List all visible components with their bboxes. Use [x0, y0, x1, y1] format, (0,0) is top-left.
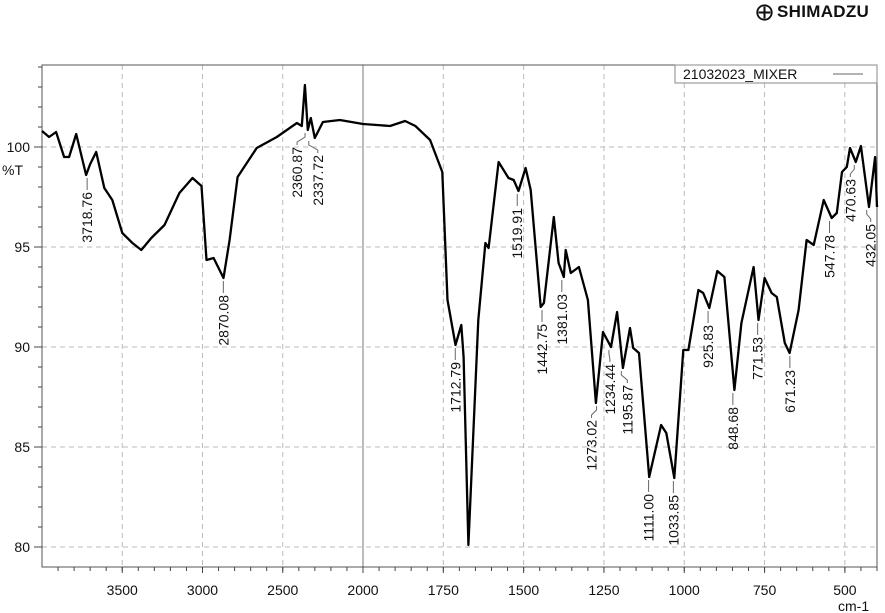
- grid-lines: [42, 65, 877, 567]
- peak-leader-line: [296, 133, 306, 145]
- peak-label: 1519.91: [509, 208, 525, 259]
- peak-label: 848.68: [725, 407, 741, 450]
- spectrum-line: [41, 83, 879, 547]
- legend-entry-label: 21032023_MIXER: [683, 66, 797, 82]
- y-tick-label: 80: [14, 539, 30, 555]
- legend: 21032023_MIXER: [674, 64, 878, 84]
- peak-leader-line: [308, 141, 319, 153]
- peak-label: 925.83: [700, 325, 716, 368]
- peak-label: 1111.00: [641, 494, 657, 542]
- peak-label: 1273.02: [584, 420, 600, 471]
- y-axis-ticks: 80 85 90 95 100: [7, 66, 42, 555]
- y-tick-label: 85: [14, 439, 30, 455]
- y-tick-label: 100: [7, 139, 31, 155]
- peak-label: 2360.87: [289, 147, 305, 198]
- x-tick-label: 1250: [588, 582, 619, 598]
- peak-leader-line: [849, 165, 855, 177]
- x-tick-label: 1750: [428, 582, 459, 598]
- peak-label: 1195.87: [619, 385, 635, 435]
- peak-label: 771.53: [750, 337, 766, 380]
- peak-labels: 3718.76 2870.08 2360.87 2337.72 1712.79 1519.…: [79, 133, 879, 546]
- peak-label: 470.63: [842, 179, 858, 222]
- x-tick-label: 750: [753, 582, 777, 598]
- peak-label: 671.23: [782, 370, 798, 413]
- peak-leader-line: [620, 371, 628, 383]
- x-tick-label: 1000: [669, 582, 700, 598]
- brand-name: SHIMADZU: [777, 2, 870, 21]
- y-tick-label: 95: [14, 239, 30, 255]
- shimadzu-logo: SHIMADZU: [756, 2, 869, 22]
- x-axis-label: cm-1: [838, 598, 869, 613]
- peak-label: 1381.03: [554, 294, 570, 345]
- peak-label: 1033.85: [665, 495, 681, 546]
- y-tick-label: 90: [14, 339, 30, 355]
- x-tick-label: 3500: [107, 582, 138, 598]
- x-tick-label: 2000: [347, 582, 378, 598]
- x-tick-label: 500: [833, 582, 857, 598]
- x-tick-label: 2500: [267, 582, 298, 598]
- peak-label: 2337.72: [310, 155, 326, 206]
- peak-label: 3718.76: [79, 192, 95, 243]
- shimadzu-logo-icon: [756, 3, 773, 21]
- x-tick-label: 1500: [508, 582, 539, 598]
- peak-label: 1234.44: [602, 364, 618, 415]
- peak-label: 1442.75: [534, 324, 550, 375]
- peak-label: 432.05: [863, 224, 879, 267]
- peak-leader-line: [608, 350, 611, 362]
- plot-frame: [41, 64, 878, 568]
- x-tick-label: 3000: [187, 582, 218, 598]
- x-axis-ticks: 3500 3000 2500 2000 1750 1500 1250 1000 750 500: [57, 567, 878, 598]
- y-axis-label: %T: [2, 162, 23, 178]
- peak-leader-line: [591, 406, 598, 418]
- peak-label: 547.78: [822, 235, 838, 278]
- peak-label: 2870.08: [215, 295, 231, 346]
- axes: [41, 64, 878, 568]
- peak-label: 1712.79: [447, 362, 463, 413]
- peak-leader-line: [866, 210, 872, 222]
